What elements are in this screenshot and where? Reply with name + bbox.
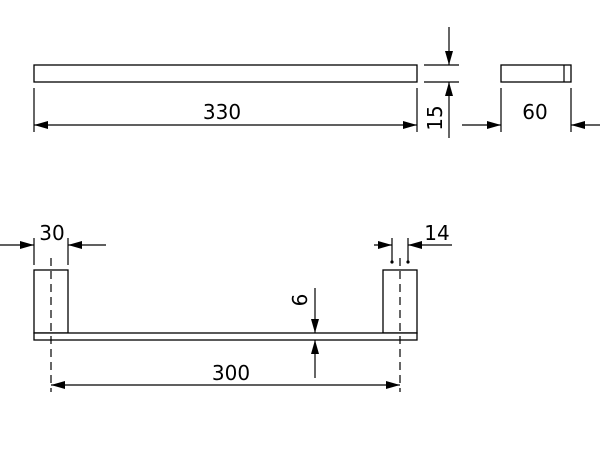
dimension-label-bar-depth: 60 [522,100,547,124]
dimension-bar-length: 330 [33,88,418,132]
arrowhead [311,319,319,333]
bar-outline [33,64,418,83]
arrowhead [51,381,65,389]
dimension-label-span-length: 300 [212,361,250,385]
bar-side-view [500,64,572,83]
arrowhead [34,121,48,129]
arrowhead [445,82,453,96]
dimension-label-post-offset: 14 [424,221,449,245]
handle-front-view [33,258,418,392]
dimension-label-base-thickness: 6 [288,294,312,307]
dimension-post-offset: 14 [374,221,452,264]
dimension-label-bar-length: 330 [203,100,241,124]
arrowhead [68,241,82,249]
dimension-base-thickness: 6 [288,288,319,378]
extension-dot [390,260,394,264]
arrowhead [386,381,400,389]
dimension-label-bar-height: 15 [423,105,447,130]
arrowhead [403,121,417,129]
arrowhead [311,340,319,354]
dimension-span-length: 300 [51,361,400,389]
arrowhead [408,241,422,249]
bar-front-view [33,64,418,83]
arrowhead [445,51,453,65]
bar-end-outline [500,64,572,83]
dimension-bar-height: 15 [423,27,459,138]
dimension-post-width: 30 [0,221,106,265]
arrowhead [20,241,34,249]
arrowhead [571,121,585,129]
arrowhead [487,121,501,129]
arrowhead [378,241,392,249]
extension-dot [406,260,410,264]
dimension-label-post-width: 30 [39,221,64,245]
dimension-bar-depth: 60 [462,88,600,132]
base-plate [33,332,418,341]
